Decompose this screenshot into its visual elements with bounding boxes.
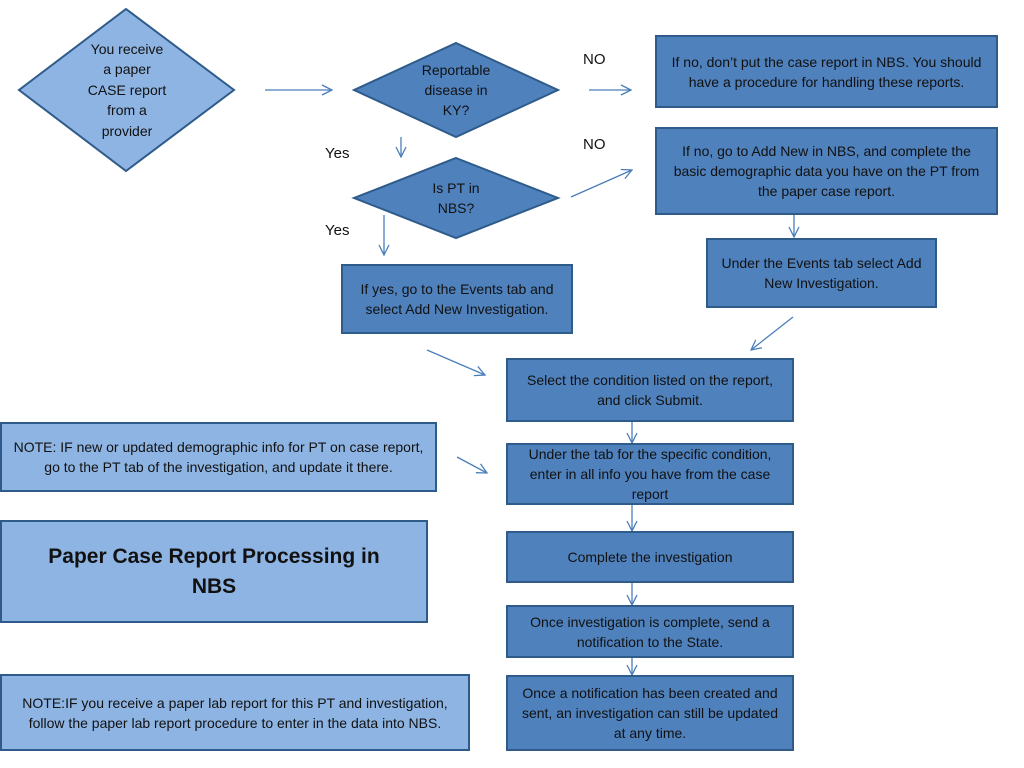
label-no-2: NO (583, 136, 606, 153)
events-tab-select-box: Under the Events tab select Add New Inve… (706, 238, 937, 308)
arrow-pt-no (570, 170, 632, 198)
complete-investigation-box: Complete the investigation (506, 531, 794, 583)
note-demographic-box: NOTE: IF new or updated demographic info… (0, 422, 437, 492)
page-title-box: Paper Case Report Processing in NBS (0, 520, 428, 623)
arrow-note-to-tab (456, 456, 487, 473)
yes-events-tab-box: If yes, go to the Events tab and select … (341, 264, 573, 334)
label-yes-1: Yes (325, 145, 350, 162)
not-reportable-box: If no, don’t put the case report in NBS.… (655, 35, 998, 108)
pt-in-nbs-text: Is PT in NBS? (432, 180, 480, 216)
select-condition-box: Select the condition listed on the repor… (506, 358, 794, 422)
reportable-diamond (351, 41, 561, 139)
reportable-text: Reportable disease in KY? (421, 62, 491, 118)
start-text: You receive a paper CASE report from a p… (87, 40, 167, 139)
arrow-yes-to-condition (426, 349, 485, 375)
notification-box: Once investigation is complete, send a n… (506, 605, 794, 658)
updated-anytime-box: Once a notification has been created and… (506, 675, 794, 751)
add-new-pt-box: If no, go to Add New in NBS, and complet… (655, 127, 998, 215)
note-lab-box: NOTE:IF you receive a paper lab report f… (0, 674, 470, 751)
label-yes-2: Yes (325, 222, 350, 239)
arrow-events-to-condition (751, 316, 794, 350)
condition-tab-box: Under the tab for the specific condition… (506, 443, 794, 505)
label-no-1: NO (583, 51, 606, 68)
start-diamond (17, 7, 236, 173)
pt-in-nbs-diamond (351, 156, 561, 240)
